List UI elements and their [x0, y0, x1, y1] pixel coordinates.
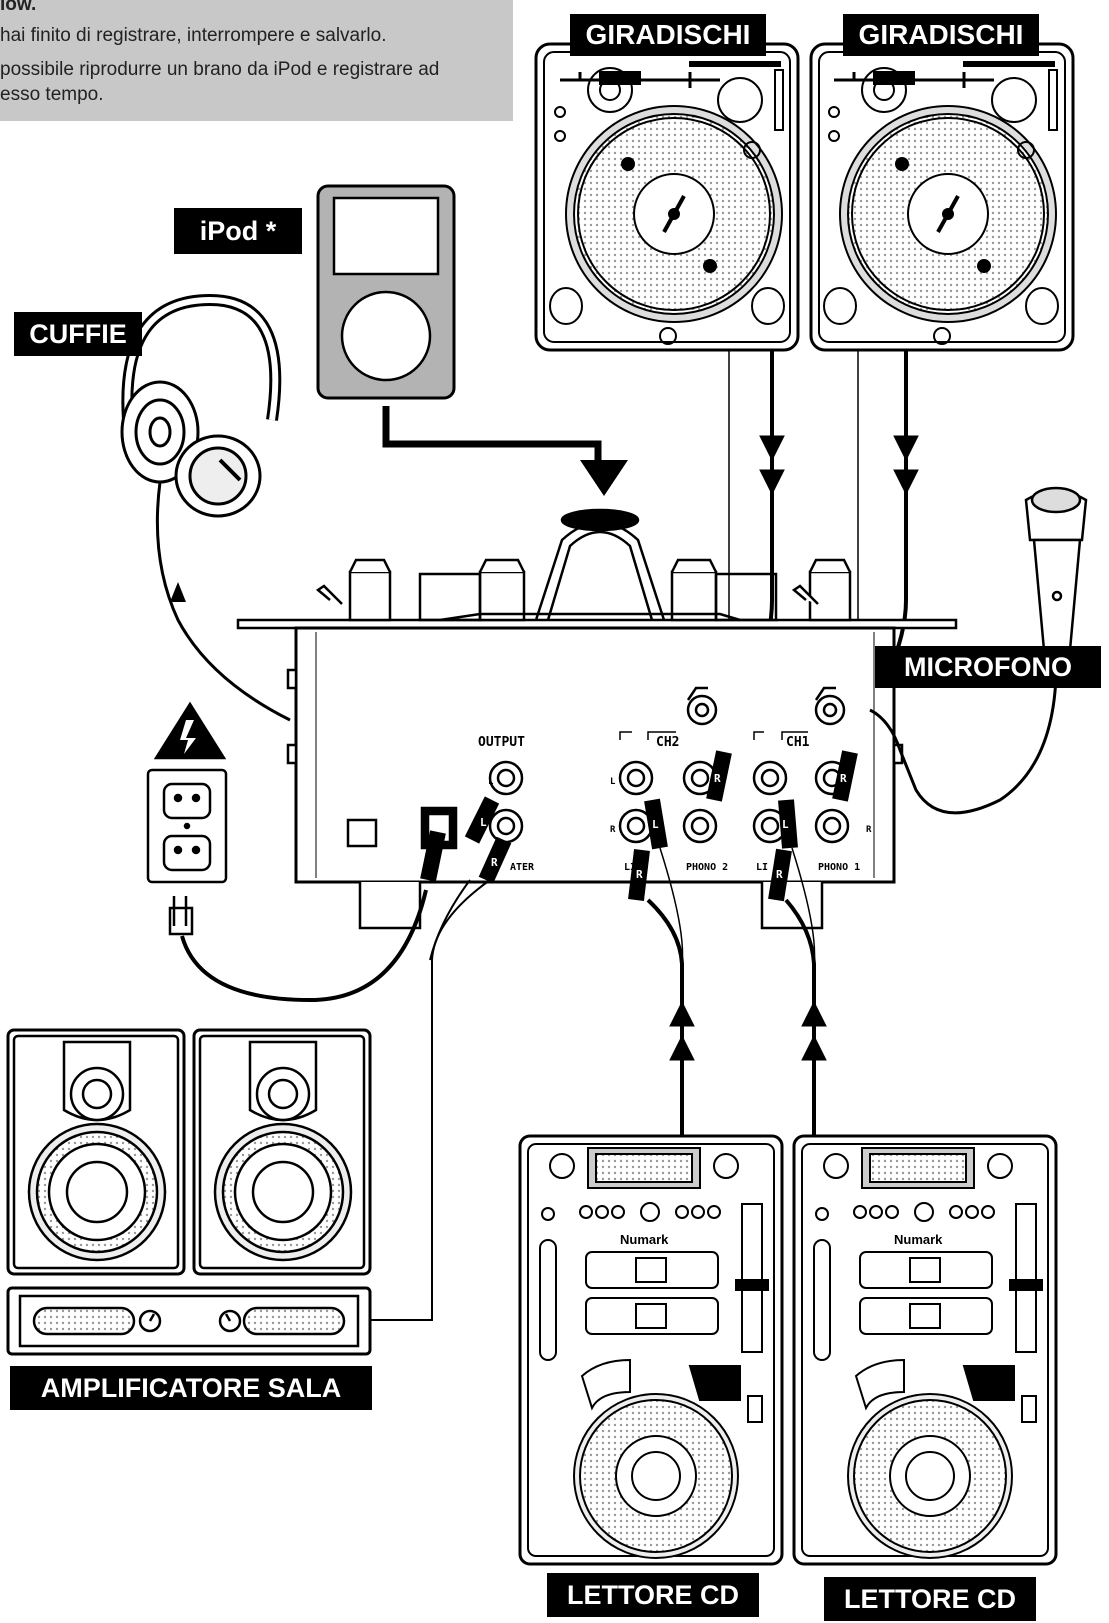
- ch2-label: CH2: [656, 735, 679, 750]
- plug-r-output: R: [491, 856, 498, 869]
- ch1-r-mark: R: [866, 825, 872, 835]
- amplifier: [6, 1286, 372, 1356]
- cd-player-left: [518, 1134, 784, 1566]
- output-label: OUTPUT: [478, 735, 525, 750]
- amplifier-cable: [370, 879, 491, 1321]
- note-line-1: low.: [0, 0, 37, 15]
- plug-l-ch2: L: [652, 818, 659, 831]
- line1-label: LI: [756, 862, 768, 873]
- ch2-l-mark: L: [610, 777, 616, 787]
- line2-label: LI: [624, 862, 636, 873]
- note-line-2: hai finito di registrare, interrompere e…: [0, 25, 387, 46]
- mixer-rear-panel: [346, 686, 850, 850]
- plug-letters: L R L R L R R R: [480, 772, 847, 881]
- note-line-3: possibile riprodurre un brano da iPod e …: [0, 59, 440, 80]
- ipod-arrow: [580, 460, 628, 496]
- cd-right-brand: Numark: [894, 1232, 943, 1247]
- turntable-left: [534, 42, 800, 352]
- cd-left-brand: Numark: [620, 1232, 669, 1247]
- microphone-cable: [869, 649, 1058, 815]
- ch2-r-mark: R: [610, 825, 616, 835]
- plug-r-phono2: R: [714, 772, 721, 785]
- ipod-cable: [382, 406, 602, 462]
- speaker-left: [6, 1028, 186, 1276]
- label-headphones: CUFFIE: [14, 312, 142, 356]
- plug-r-ch2: R: [636, 868, 643, 881]
- cd-player-right: [792, 1134, 1058, 1566]
- power-outlet: [146, 701, 228, 936]
- plug-l-ch1: L: [782, 818, 789, 831]
- ch1-label: CH1: [786, 735, 810, 750]
- speaker-right: [192, 1028, 372, 1276]
- headphones: [120, 293, 282, 518]
- label-cd-left: LETTORE CD: [547, 1573, 759, 1617]
- label-amplifier: AMPLIFICATORE SALA: [10, 1366, 372, 1410]
- label-ipod: iPod *: [174, 208, 302, 254]
- master-label: ATER: [510, 862, 535, 873]
- power-cable: [180, 889, 428, 1003]
- turntable-right: [809, 42, 1075, 352]
- label-turntable-left: GIRADISCHI: [570, 14, 766, 56]
- phono2-label: PHONO 2: [686, 862, 728, 873]
- cd-brand-labels: Numark Numark: [620, 1232, 943, 1247]
- note-line-4: esso tempo.: [0, 84, 104, 105]
- instruction-note: low. hai finito di registrare, interromp…: [0, 0, 513, 121]
- plug-r-phono1: R: [840, 772, 847, 785]
- label-cd-right: LETTORE CD: [824, 1577, 1036, 1621]
- label-microphone: MICROFONO: [875, 646, 1101, 688]
- phono1-label: PHONO 1: [818, 862, 860, 873]
- master-cable: [429, 879, 471, 961]
- headphones-cable: [155, 481, 291, 722]
- cd-cables: [646, 847, 827, 1136]
- output-l-mark: L: [488, 777, 494, 787]
- plug-r-ch1: R: [776, 868, 783, 881]
- mixer-panel-labels: OUTPUT CH2 CH1 PHONO 2 PHONO 1 ATER LI L…: [478, 735, 872, 873]
- microphone: [1024, 486, 1088, 652]
- ipod-device: [316, 184, 456, 400]
- label-turntable-right: GIRADISCHI: [843, 14, 1039, 56]
- rca-plugs: [420, 750, 858, 902]
- plug-l-output: L: [480, 816, 487, 829]
- headphones-arrow: [170, 582, 186, 602]
